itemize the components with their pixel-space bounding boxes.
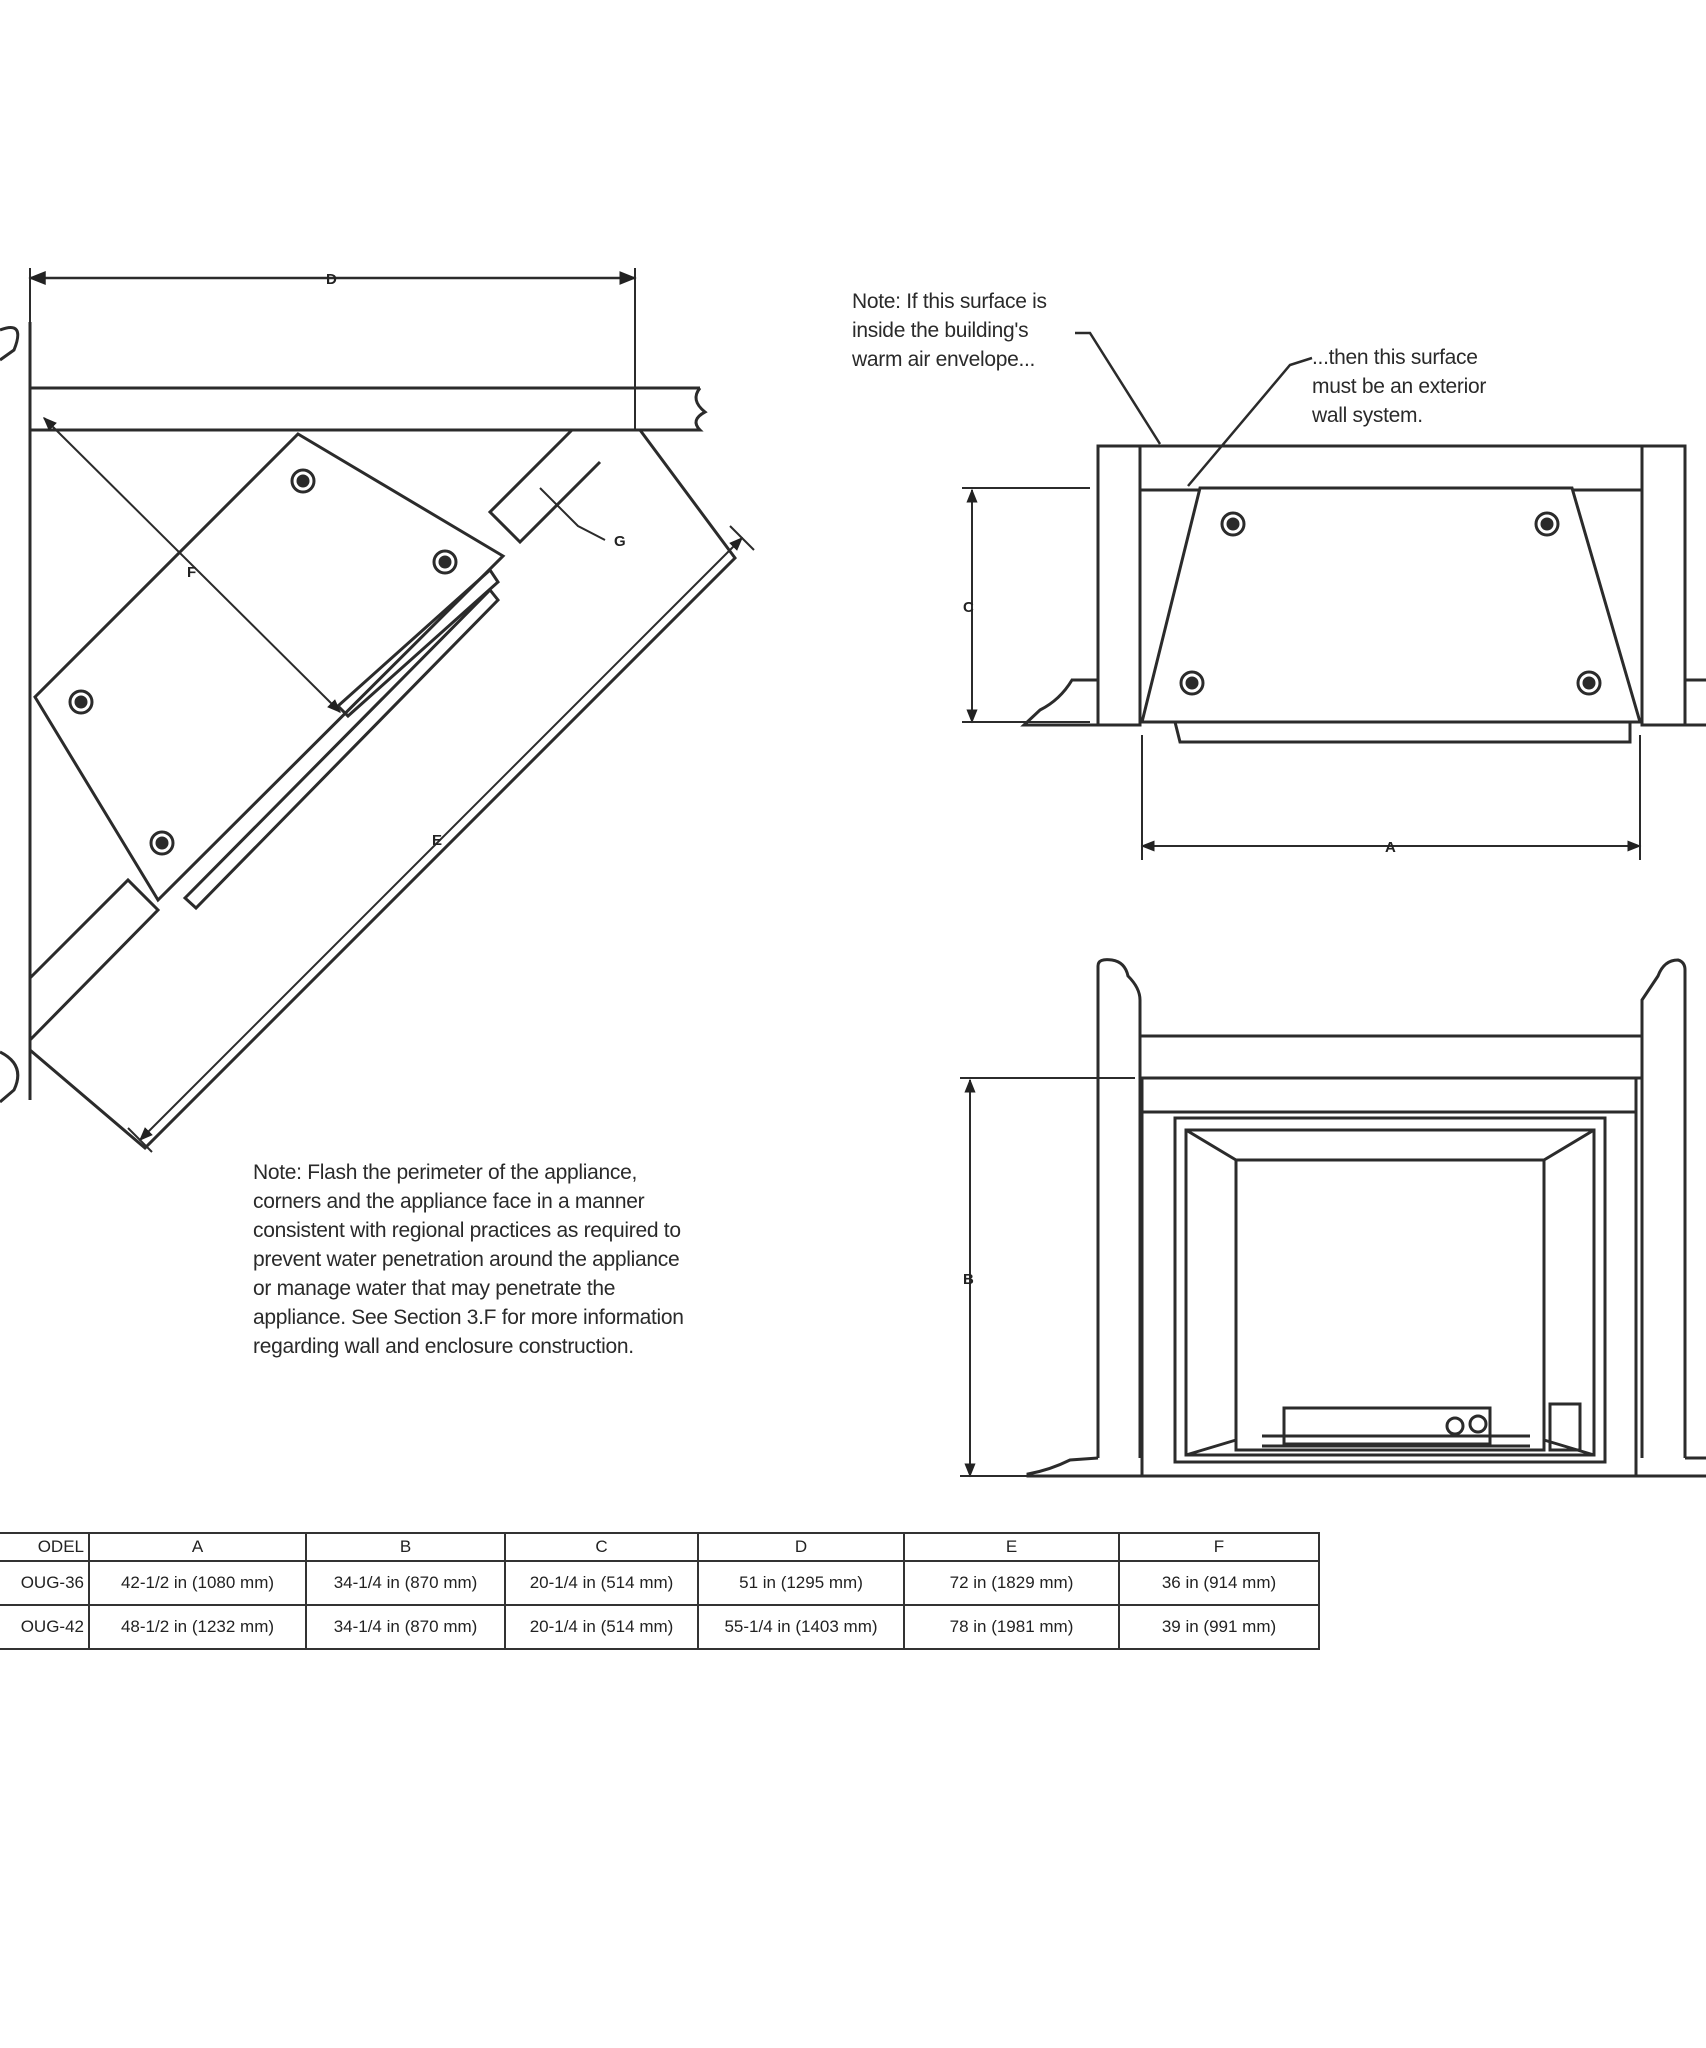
note-exterior-wall: ...then this surface must be an exterior… bbox=[1312, 346, 1487, 427]
dimension-e-line bbox=[139, 537, 743, 1141]
cell-f: 39 in (991 mm) bbox=[1118, 1604, 1320, 1650]
cell-model: OUG-42 bbox=[0, 1604, 90, 1650]
cell-b: 34-1/4 in (870 mm) bbox=[305, 1604, 506, 1650]
appliance-top-view bbox=[1140, 486, 1642, 724]
cell-f: 36 in (914 mm) bbox=[1118, 1560, 1320, 1606]
diagonal-framing bbox=[28, 429, 737, 1151]
appliance-front bbox=[1140, 1076, 1638, 1478]
cell-c: 20-1/4 in (514 mm) bbox=[504, 1560, 699, 1606]
note-flashing: Note: Flash the perimeter of the applian… bbox=[253, 1161, 684, 1358]
dimension-b-label: B bbox=[963, 1271, 974, 1288]
dimensions-table: ODEL A B C D E F OUG-36 42-1/2 in (1080 … bbox=[0, 1532, 1320, 1650]
header-f: F bbox=[1118, 1532, 1320, 1562]
header-model: ODEL bbox=[0, 1532, 90, 1562]
note-warm-air-envelope: Note: If this surface is inside the buil… bbox=[852, 290, 1047, 371]
cell-model: OUG-36 bbox=[0, 1560, 90, 1606]
top-wall bbox=[30, 386, 700, 432]
cell-d: 51 in (1295 mm) bbox=[697, 1560, 905, 1606]
header-a: A bbox=[88, 1532, 307, 1562]
burner bbox=[1282, 1406, 1492, 1446]
cell-a: 42-1/2 in (1080 mm) bbox=[88, 1560, 307, 1606]
corner-plan-view bbox=[0, 268, 755, 1153]
header-c: C bbox=[504, 1532, 699, 1562]
cell-e: 72 in (1829 mm) bbox=[903, 1560, 1120, 1606]
table-row: OUG-36 42-1/2 in (1080 mm) 34-1/4 in (87… bbox=[0, 1560, 1320, 1606]
firebox bbox=[1234, 1158, 1546, 1452]
header-b: B bbox=[305, 1532, 506, 1562]
dimension-c-label: C bbox=[963, 599, 974, 616]
cell-c: 20-1/4 in (514 mm) bbox=[504, 1604, 699, 1650]
flat-plan-view bbox=[962, 331, 1706, 860]
front-elevation bbox=[960, 958, 1706, 1478]
dimension-f-label: F bbox=[187, 564, 196, 581]
cell-d: 55-1/4 in (1403 mm) bbox=[697, 1604, 905, 1650]
dimension-a-label: A bbox=[1385, 839, 1396, 856]
table-header-row: ODEL A B C D E F bbox=[0, 1532, 1320, 1562]
dimension-g-label: G bbox=[614, 533, 626, 550]
leader-exterior-wall bbox=[1187, 356, 1313, 487]
cell-a: 48-1/2 in (1232 mm) bbox=[88, 1604, 307, 1650]
dimension-g-line bbox=[539, 487, 606, 541]
dimension-d-label: D bbox=[326, 271, 337, 288]
header-e: E bbox=[903, 1532, 1120, 1562]
cell-b: 34-1/4 in (870 mm) bbox=[305, 1560, 506, 1606]
cell-e: 78 in (1981 mm) bbox=[903, 1604, 1120, 1650]
dimension-e-label: E bbox=[432, 832, 442, 849]
header-d: D bbox=[697, 1532, 905, 1562]
table-row: OUG-42 48-1/2 in (1232 mm) 34-1/4 in (87… bbox=[0, 1604, 1320, 1650]
leader-warm-air bbox=[1075, 331, 1162, 445]
